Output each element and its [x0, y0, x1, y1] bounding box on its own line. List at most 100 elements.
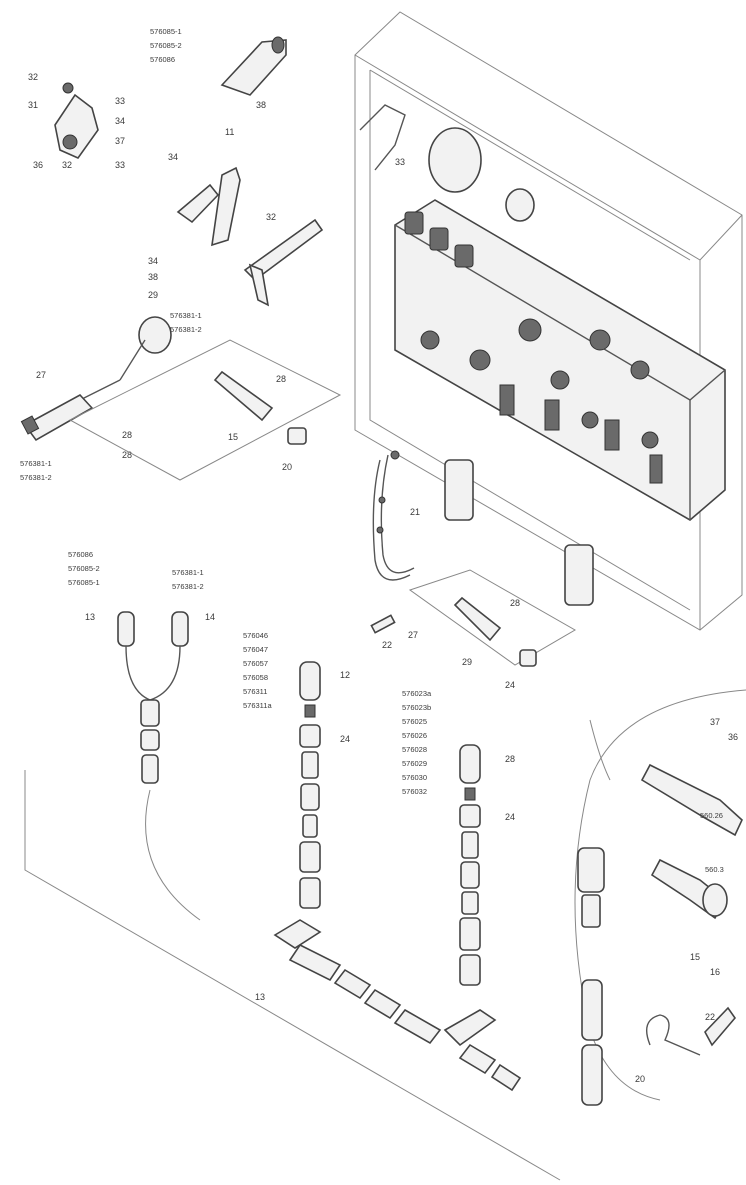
part-number: 560.26	[700, 811, 723, 820]
part-number: 576085-2	[150, 41, 182, 50]
distribution-pipe[interactable]	[273, 919, 522, 1092]
detail-fitting-column[interactable]	[577, 847, 605, 1106]
group-outline	[68, 339, 342, 481]
callout-label: 15	[228, 432, 238, 442]
callout-label: 13	[255, 992, 265, 1002]
flow-valve-mid[interactable]	[39, 316, 172, 421]
callout-label: 15	[690, 952, 700, 962]
callout-label: 33	[115, 160, 125, 170]
bracket-clip[interactable]	[176, 166, 241, 247]
callout-label: 38	[148, 272, 158, 282]
part-number-group-top: 576085-1 576085-2 576086	[150, 27, 182, 64]
part-number: 576085-1	[150, 27, 182, 36]
callout-label: 24	[505, 812, 515, 822]
detail-connector-a[interactable]	[640, 763, 743, 837]
part-number: 576026	[402, 731, 427, 740]
part-number: 576046	[243, 631, 268, 640]
callout-label: 32	[266, 212, 276, 222]
part-number: 576381-1	[170, 311, 202, 320]
group-outline	[145, 789, 201, 921]
part-number: 576058	[243, 673, 268, 682]
part-number-group-left-lower: 576381-1 576381-2	[20, 459, 52, 482]
callout-label: 28	[122, 450, 132, 460]
part-number: 576381-2	[170, 325, 202, 334]
cone-nozzle-mid[interactable]	[213, 370, 307, 445]
part-number: 576023b	[402, 703, 431, 712]
callout-label: 11	[225, 127, 234, 137]
callout-label: 37	[710, 717, 720, 727]
part-number-group-branch-right: 576023a 576023b 576025 576026 576028 576…	[402, 689, 432, 796]
callout-label: 14	[205, 612, 215, 622]
part-number: 576381-1	[20, 459, 52, 468]
callout-label: 31	[28, 100, 38, 110]
fitting-chain-right[interactable]	[459, 744, 481, 986]
callout-label: 28	[122, 430, 132, 440]
part-number: 576057	[243, 659, 268, 668]
callout-label: 29	[462, 657, 472, 667]
callout-label: 13	[85, 612, 95, 622]
callout-label: 22	[705, 1012, 715, 1022]
callout-label: 34	[115, 116, 125, 126]
detail-connector-b[interactable]	[650, 858, 728, 920]
callout-label: 22	[382, 640, 392, 650]
callout-label: 38	[256, 100, 266, 110]
detail-labels: 560.26 560.3 37 36 15 16 22 20	[635, 717, 738, 1084]
part-number: 576032	[402, 787, 427, 796]
mounting-rail[interactable]	[243, 218, 324, 307]
callout-label: 32	[28, 72, 38, 82]
y-branch-hose[interactable]	[117, 611, 189, 784]
callout-label: 36	[728, 732, 738, 742]
part-number: 576311a	[243, 701, 272, 710]
part-number: 576029	[402, 759, 427, 768]
callout-label: 34	[148, 256, 158, 266]
part-number-group-branch-middle: 576046 576047 576057 576058 576311 57631…	[243, 631, 272, 710]
valve-knob-small[interactable]	[54, 82, 99, 159]
callout-label: 24	[505, 680, 515, 690]
callout-label: 16	[710, 967, 720, 977]
part-number: 560.3	[705, 865, 724, 874]
callout-label: 24	[340, 734, 350, 744]
callout-label: 20	[282, 462, 292, 472]
callout-label: 27	[36, 370, 46, 380]
bracket-top-housing: 33	[359, 104, 406, 171]
callout-label: 28	[505, 754, 515, 764]
detail-view-circle	[574, 689, 746, 1101]
part-number: 576381-1	[172, 568, 204, 577]
callout-label: 12	[340, 670, 350, 680]
part-number: 576023a	[402, 689, 432, 698]
group-outline	[408, 569, 576, 666]
callout-label: 28	[510, 598, 520, 608]
part-number: 576381-2	[172, 582, 204, 591]
part-number: 576085-2	[68, 564, 100, 573]
part-number: 576311	[243, 687, 267, 696]
callout-label: 29	[148, 290, 158, 300]
callout-label: 34	[168, 152, 178, 162]
part-number: 576086	[68, 550, 93, 559]
part-number: 576025	[402, 717, 427, 726]
callout-label: 36	[33, 160, 43, 170]
callout-label: 33	[115, 96, 125, 106]
small-screw[interactable]	[370, 614, 396, 634]
cone-nozzle-right[interactable]	[453, 596, 537, 667]
part-number: 576085-1	[68, 578, 100, 587]
fitting-chain-middle[interactable]	[299, 661, 321, 909]
part-number-group-branch-left-a: 576086 576085-2 576085-1	[68, 550, 100, 587]
detail-hook[interactable]	[646, 1006, 737, 1056]
part-number: 576030	[402, 773, 427, 782]
callout-label: 37	[115, 136, 125, 146]
callout-label: 20	[635, 1074, 645, 1084]
pipe-rail[interactable]	[372, 450, 415, 581]
hose-connector-left[interactable]	[20, 393, 94, 442]
part-number-group-valve: 576381-1 576381-2	[170, 311, 202, 334]
callout-label: 21	[410, 507, 420, 517]
callout-label: 28	[276, 374, 286, 384]
elbow-fitting-top[interactable]	[220, 36, 287, 96]
callouts-top-left: 32 31 33 34 37 36 32 33	[28, 72, 125, 170]
callout-label: 27	[408, 630, 418, 640]
manifold-assembly[interactable]	[394, 127, 726, 606]
part-number: 576028	[402, 745, 427, 754]
callout-label: 33	[395, 157, 405, 167]
part-number: 576047	[243, 645, 268, 654]
group-outline	[24, 770, 561, 1181]
